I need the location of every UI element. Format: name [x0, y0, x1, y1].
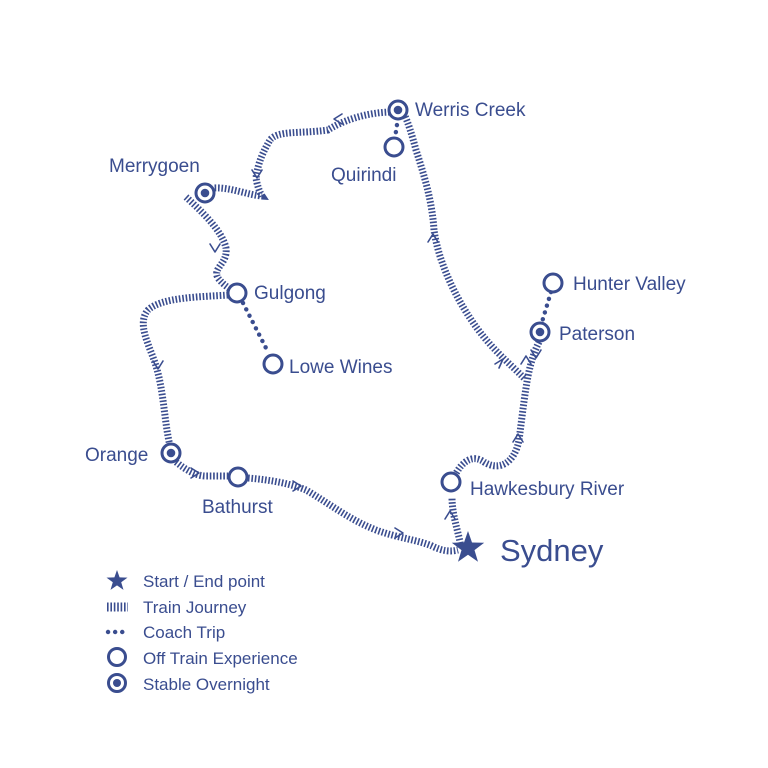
- label-lowe-wines: Lowe Wines: [289, 357, 393, 378]
- arrow-chevron: [333, 113, 343, 125]
- arrow-chevron: [292, 480, 302, 492]
- ring-icon: [107, 647, 127, 667]
- coach-route-gulgong-lowe: [240, 300, 271, 355]
- place-labels: Werris Creek Quirindi Merrygoen Gulgong …: [85, 100, 686, 568]
- label-bathurst: Bathurst: [202, 497, 273, 518]
- coach-route-werris-quirindi: [392, 115, 401, 141]
- label-quirindi: Quirindi: [331, 165, 396, 186]
- label-sydney: Sydney: [500, 533, 604, 568]
- overnight-stops: [160, 99, 551, 464]
- train-route-gulgong-orange: [139, 291, 229, 447]
- legend: Start / End point Train Journey Coach Tr…: [105, 570, 298, 694]
- legend-label-start-end: Start / End point: [143, 572, 265, 591]
- label-paterson: Paterson: [559, 324, 635, 345]
- off-train-stops: [226, 136, 564, 493]
- label-merrygoen: Merrygoen: [109, 156, 200, 177]
- legend-label-stable: Stable Overnight: [143, 675, 270, 694]
- legend-label-train: Train Journey: [143, 598, 247, 617]
- arrow-chevron: [394, 527, 404, 539]
- coach-route-hunter-paterson: [539, 289, 554, 325]
- label-hunter-valley: Hunter Valley: [573, 274, 686, 295]
- stop-hunter-valley[interactable]: [542, 272, 564, 294]
- legend-stable: Stable Overnight: [107, 673, 270, 694]
- train-route-werris-merrygoen: [213, 108, 394, 201]
- stop-quirindi[interactable]: [383, 136, 405, 158]
- arrow-chevron: [494, 358, 504, 369]
- stop-gulgong[interactable]: [226, 282, 248, 304]
- star-icon: [106, 570, 128, 590]
- train-route-paterson-werris: [400, 112, 527, 381]
- label-gulgong: Gulgong: [254, 283, 326, 304]
- stop-bathurst[interactable]: [227, 466, 249, 488]
- train-route-sydney-hawkesbury: [448, 496, 465, 548]
- legend-label-off-train: Off Train Experience: [143, 649, 298, 668]
- arrow-chevron: [530, 349, 542, 359]
- legend-train: Train Journey: [107, 598, 247, 617]
- train-route-orange-bathurst: [173, 459, 228, 480]
- stop-lowe-wines[interactable]: [262, 353, 284, 375]
- legend-start-end: Start / End point: [106, 570, 265, 591]
- stop-hawkesbury-river[interactable]: [440, 471, 462, 493]
- train-route-hawkesbury-paterson: [448, 340, 543, 484]
- train-route-bathurst-sydney: [247, 474, 459, 555]
- sydney-star-icon[interactable]: [451, 531, 485, 562]
- arrow-chevron: [190, 467, 200, 479]
- stop-merrygoen[interactable]: [194, 182, 216, 204]
- arrow-chevron: [209, 243, 221, 253]
- arrow-chevron: [444, 510, 456, 520]
- arrow-chevron: [427, 233, 439, 243]
- arrow-chevron: [251, 169, 263, 179]
- legend-label-coach: Coach Trip: [143, 623, 225, 642]
- stop-paterson[interactable]: [529, 321, 551, 343]
- direction-arrows: [152, 113, 542, 539]
- label-orange: Orange: [85, 445, 148, 466]
- arrow-chevron: [152, 360, 164, 370]
- train-route-merrygoen-gulgong: [183, 194, 239, 297]
- train-routes: [139, 108, 543, 555]
- label-werris-creek: Werris Creek: [415, 100, 526, 121]
- ring-dot-icon-center: [113, 679, 121, 687]
- legend-coach: Coach Trip: [105, 623, 225, 642]
- stop-orange[interactable]: [160, 442, 182, 464]
- stop-werris-creek[interactable]: [387, 99, 409, 121]
- arrow-chevron: [520, 355, 532, 365]
- legend-off-train: Off Train Experience: [107, 647, 298, 668]
- arrow-chevron: [512, 433, 524, 443]
- coach-trips: [240, 115, 554, 355]
- label-hawkesbury-river: Hawkesbury River: [470, 479, 625, 500]
